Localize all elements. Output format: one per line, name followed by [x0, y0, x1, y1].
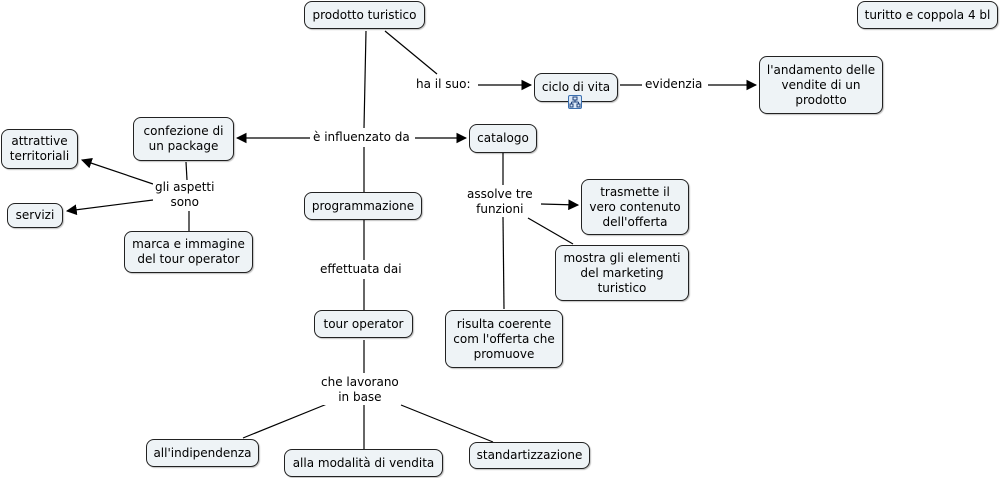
- line-aspetti-servizi: [65, 199, 154, 216]
- concept-modalita-vendita[interactable]: alla modalità di vendita: [284, 449, 443, 477]
- line-assolve-mostra: [527, 217, 574, 245]
- concept-map-icon[interactable]: [568, 95, 582, 109]
- concept-andamento-vendite[interactable]: l'andamento delle vendite di un prodotto: [759, 56, 883, 114]
- line-prodotto-influenzato: [363, 30, 367, 129]
- concept-confezione-package[interactable]: confezione di un package: [133, 117, 234, 161]
- concept-prodotto-turistico[interactable]: prodotto turistico: [304, 1, 425, 29]
- line-assolve-trasmette: [540, 199, 580, 211]
- concept-servizi[interactable]: servizi: [7, 203, 63, 228]
- line-assolve-risulta: [502, 216, 505, 310]
- link-assolve-tre-funzioni[interactable]: assolve tre funzioni: [465, 187, 535, 217]
- line-lavorano-standard: [400, 404, 494, 443]
- link-gli-aspetti-sono[interactable]: gli aspetti sono: [153, 180, 217, 210]
- link-che-lavorano[interactable]: che lavorano in base: [319, 375, 401, 405]
- concept-catalogo[interactable]: catalogo: [469, 124, 537, 153]
- concept-programmazione[interactable]: programmazione: [304, 192, 422, 220]
- line-lavorano-indipendenza: [242, 403, 328, 439]
- concept-indipendenza[interactable]: all'indipendenza: [146, 439, 259, 467]
- link-ha-il-suo[interactable]: ha il suo:: [414, 77, 473, 92]
- concept-mostra-elementi[interactable]: mostra gli elementi del marketing turist…: [555, 245, 689, 301]
- concept-standartizzazione[interactable]: standartizzazione: [469, 442, 590, 469]
- line-aspetti-attrattive: [80, 157, 154, 185]
- concept-trasmette-contenuto[interactable]: trasmette il vero contenuto dell'offerta: [581, 179, 689, 235]
- concept-risulta-coerente[interactable]: risulta coerente com l'offerta che promu…: [445, 310, 563, 368]
- concept-tour-operator[interactable]: tour operator: [314, 310, 413, 338]
- concept-turitto-coppola[interactable]: turitto e coppola 4 bl: [857, 1, 998, 29]
- concept-marca-immagine[interactable]: marca e immagine del tour operator: [124, 231, 253, 273]
- line-confezione-aspetti: [185, 161, 188, 181]
- line-prodotto-hailsuo: [384, 30, 438, 75]
- concept-attrattive-territoriali[interactable]: attrattive territoriali: [1, 129, 78, 169]
- link-evidenzia[interactable]: evidenzia: [643, 77, 705, 92]
- link-influenzato-da[interactable]: è influenzato da: [311, 130, 412, 145]
- link-effettuata-dai[interactable]: effettuata dai: [318, 262, 404, 277]
